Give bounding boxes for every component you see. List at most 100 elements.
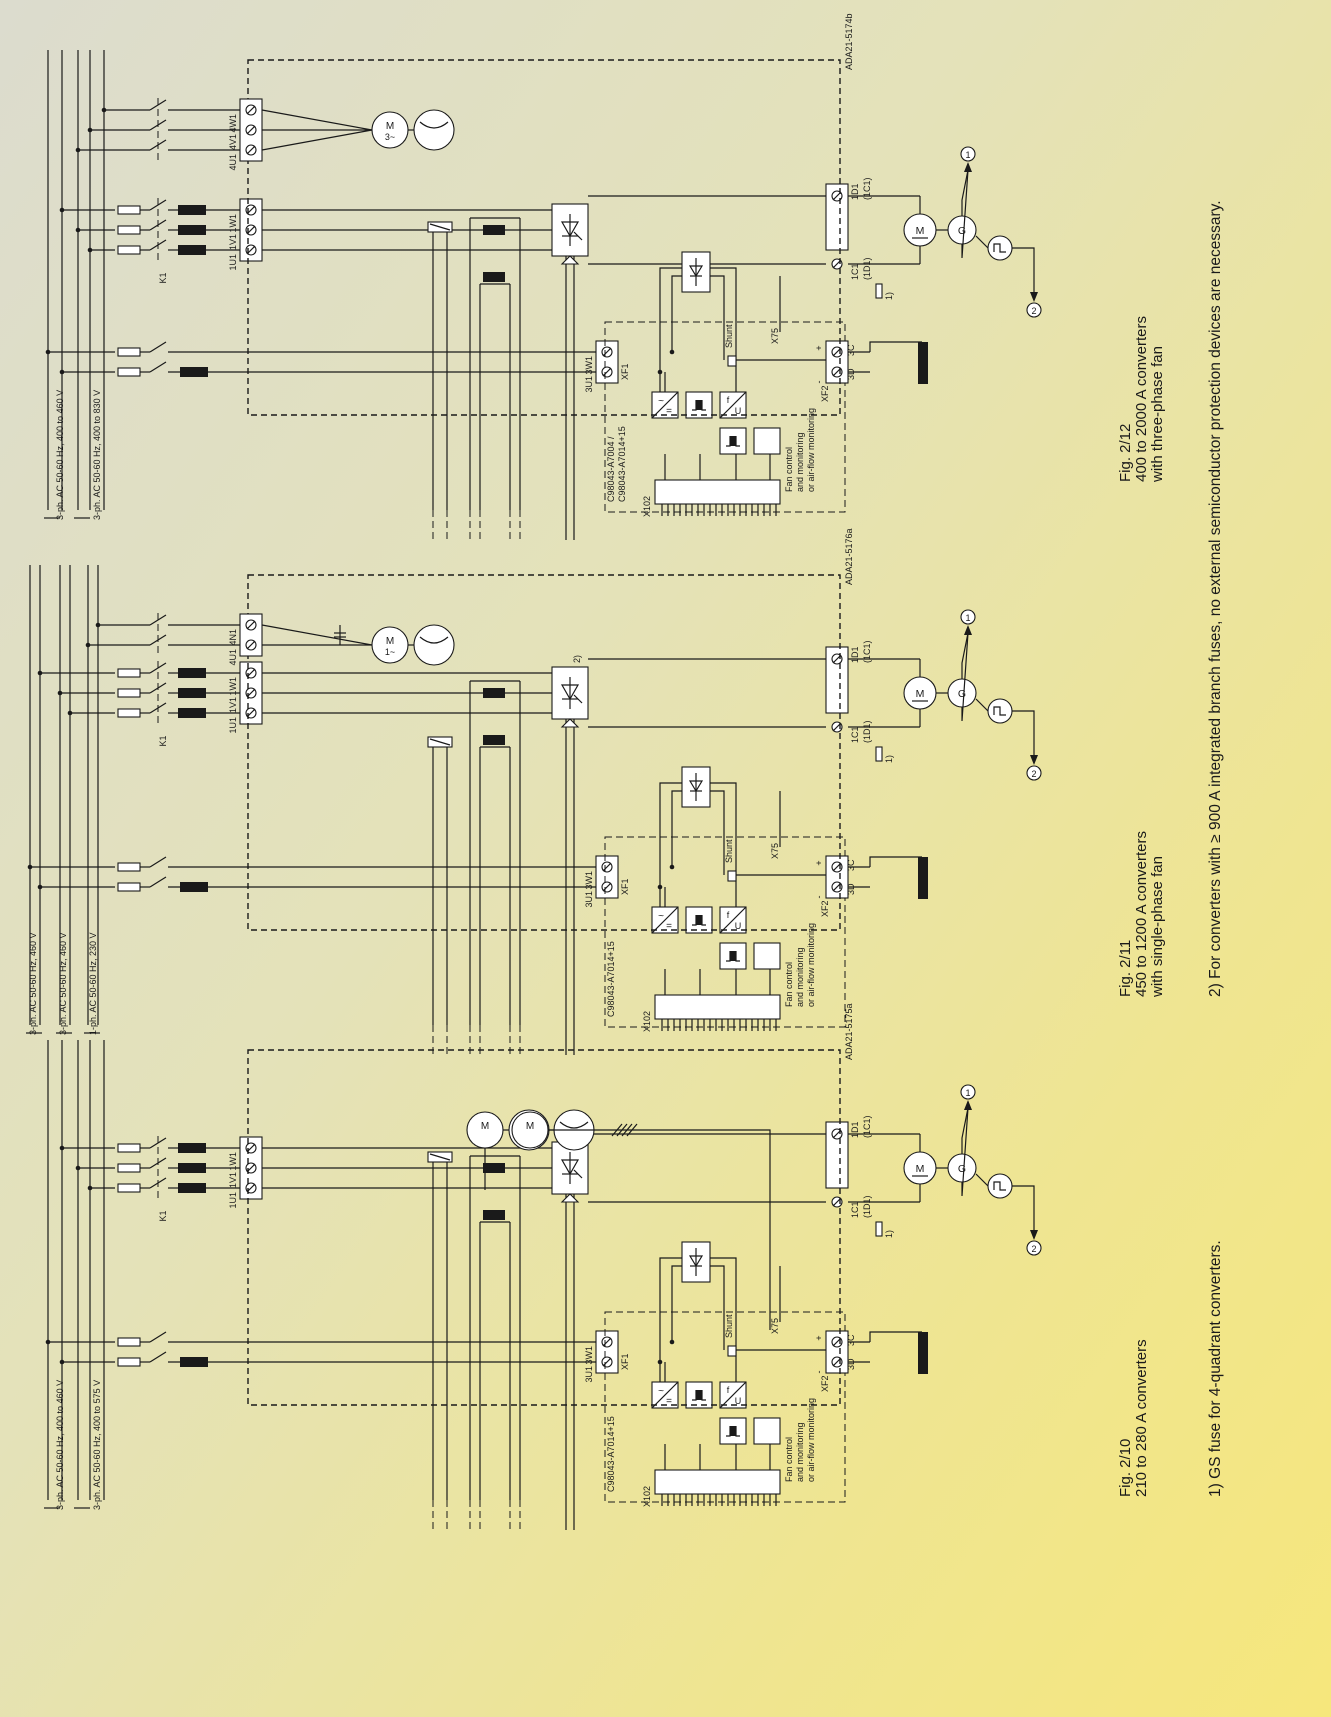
ref-2-circle — [1026, 302, 1042, 318]
thermal-switch-slash — [429, 1153, 451, 1161]
fuse — [117, 245, 141, 255]
ref-1-label: 1 — [965, 150, 970, 160]
fuse — [117, 205, 141, 215]
fan-monitor-block — [753, 427, 781, 455]
junction-dot — [657, 1359, 663, 1365]
line-reactor — [178, 668, 206, 678]
f-symbol: f — [727, 395, 730, 405]
figure-number: Fig. 2/12 — [1117, 424, 1134, 482]
fuse — [117, 668, 141, 678]
terminal-1d1-alt: (1C1) — [862, 177, 872, 200]
phase-tap-dot — [57, 690, 63, 696]
encoder-arrow — [1030, 292, 1038, 302]
x102-connector — [654, 994, 781, 1020]
field-out — [710, 1257, 737, 1382]
terminal-xf1: XF1 — [620, 363, 630, 380]
isolator-bar — [730, 436, 736, 446]
terminal-1v1: 1V1 — [228, 697, 238, 713]
field-reactor — [180, 1357, 208, 1367]
ac-symbol: ~ — [658, 1386, 664, 1397]
note-1-marker: 1) — [884, 1230, 894, 1238]
terminal-1w1: 1W1 — [228, 1152, 238, 1171]
field-out — [710, 267, 737, 392]
terminal-slash — [602, 882, 612, 892]
dc-terminal-block — [825, 183, 849, 251]
f-symbol: f — [727, 910, 730, 920]
tacho-arrow — [964, 162, 972, 172]
phase-tap-dot — [67, 710, 73, 716]
k1-label: K1 — [158, 272, 168, 283]
terminal-1w1: 1W1 — [228, 214, 238, 233]
gs-fuse — [875, 283, 883, 299]
shunt-label: Shunt — [724, 1314, 734, 1338]
fan-motor-phase: 3~ — [385, 132, 395, 142]
tacho-output — [961, 1107, 969, 1154]
field-board-frame — [604, 321, 846, 513]
line-reactor — [178, 688, 206, 698]
f-symbol: f — [727, 1385, 730, 1395]
fuse — [117, 688, 141, 698]
terminal-xf1: XF1 — [620, 1353, 630, 1370]
fan-motor-phase: 1~ — [385, 647, 395, 657]
terminal-slash — [246, 125, 256, 135]
block-diagonal — [719, 391, 747, 419]
field-tap-dot — [59, 369, 65, 375]
terminal-slash — [602, 1337, 612, 1347]
terminal-3w1: 3W1 — [584, 356, 594, 375]
terminal-xf2: XF2 — [820, 1375, 830, 1392]
terminal-slash — [602, 367, 612, 377]
isolator-bar — [696, 915, 702, 925]
terminal-1d1: 1D1 — [850, 1121, 860, 1138]
pulse-symbol — [993, 1181, 1006, 1191]
current-transformer — [483, 1210, 505, 1220]
fan-motor-letter: M — [386, 636, 394, 647]
junction-dot — [657, 369, 663, 375]
terminal-xf1: XF1 — [620, 878, 630, 895]
drawing-number: ADA21-5174b — [844, 13, 854, 70]
multi-wire-tick — [626, 1123, 638, 1137]
terminal-1d1: 1D1 — [850, 646, 860, 663]
board-part-number: C98043-A7014+15 — [606, 1416, 616, 1492]
figure-number: Fig. 2/11 — [1117, 940, 1134, 997]
supply-label: 3-ph. AC 50-60 Hz, 400 to 575 V — [92, 1380, 102, 1510]
supply-label: 3-ph. AC 50-60 Hz, 400 to 460 V — [55, 1380, 65, 1510]
multi-wire-tick — [616, 1123, 628, 1137]
note-2-marker: 2) — [572, 655, 582, 663]
dc-symbol: = — [666, 406, 672, 417]
minus-label: - — [814, 896, 824, 899]
terminal-1c1-alt: (1D1) — [862, 1195, 872, 1218]
tacho-letter: G — [958, 688, 966, 700]
tacho-output — [961, 632, 969, 679]
terminal-3w1: 3W1 — [584, 871, 594, 890]
line-reactor — [178, 1183, 206, 1193]
junction-dot — [669, 349, 675, 355]
dc-terminal-block — [825, 1121, 849, 1189]
terminal-x102: X102 — [642, 1486, 652, 1507]
field-rectifier-block: ~= — [651, 906, 679, 934]
firing-arrow — [560, 255, 580, 265]
field-fuse — [117, 367, 141, 377]
isolator-block-2 — [719, 427, 747, 455]
isolator-block-2 — [719, 427, 747, 455]
ref-1-label: 1 — [965, 613, 970, 623]
terminal-xf2: XF2 — [820, 385, 830, 402]
tacho-arrow — [964, 625, 972, 635]
terminal-3u1: 3U1 — [584, 376, 594, 393]
fan-blade — [419, 636, 449, 644]
field-contact — [149, 361, 167, 373]
fuse — [117, 708, 141, 718]
ref-2-label: 2 — [1031, 769, 1036, 779]
minus-label: - — [814, 381, 824, 384]
terminal-3d: 3D — [846, 883, 856, 895]
fan-control-text: Fan control — [784, 447, 794, 492]
fan-motor-lead — [261, 624, 373, 646]
terminal-1v1: 1V1 — [228, 234, 238, 250]
field-fuse — [117, 1337, 141, 1347]
terminal-3c: 3C — [846, 344, 856, 356]
line-reactor — [178, 245, 206, 255]
shunt-label: Shunt — [724, 839, 734, 863]
fan-motor-letter: M — [526, 1121, 534, 1132]
figure-caption: 210 to 280 A converters — [1133, 1339, 1150, 1497]
dc-symbol: = — [666, 1396, 672, 1407]
block-diagonal — [651, 1381, 679, 1409]
